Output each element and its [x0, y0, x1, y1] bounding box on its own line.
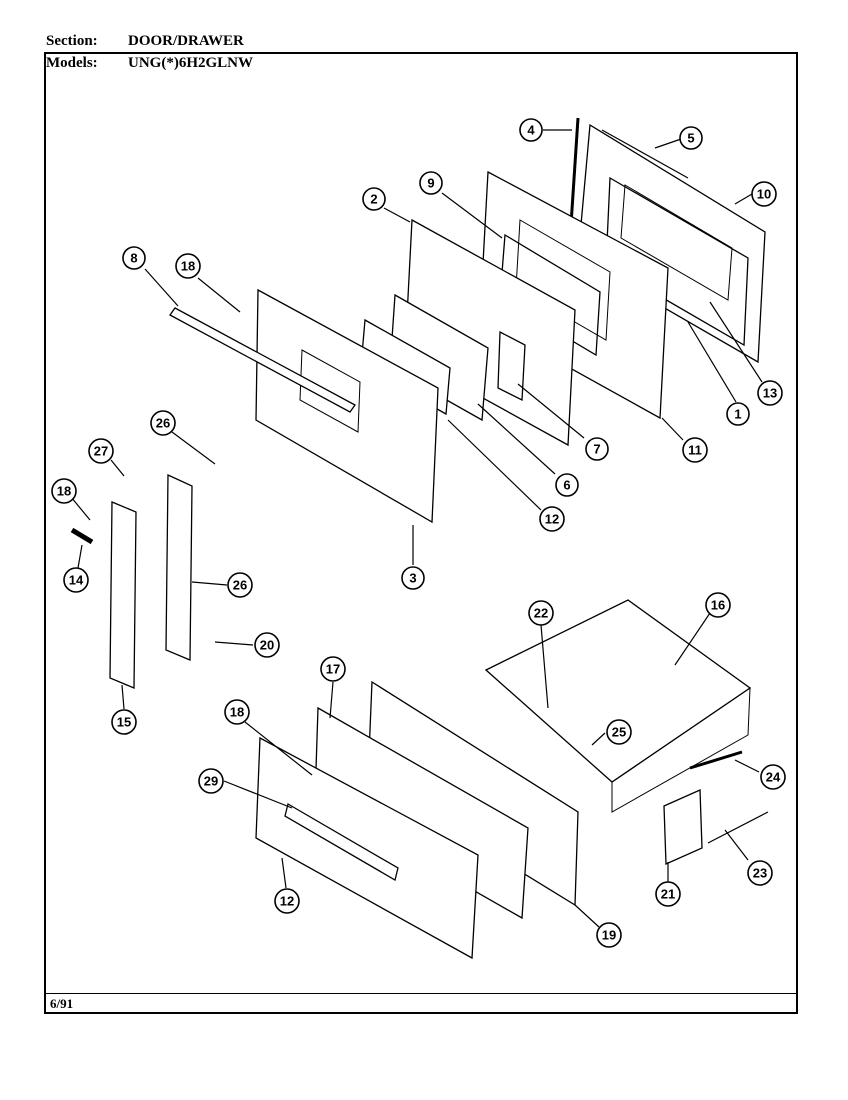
callout-11: 11 — [682, 437, 708, 463]
callout-3: 3 — [401, 566, 425, 590]
svg-text:9: 9 — [427, 176, 434, 191]
svg-text:29: 29 — [204, 774, 218, 789]
svg-text:2: 2 — [370, 192, 377, 207]
drawer-body-part — [484, 599, 752, 813]
side-trim-part — [109, 501, 137, 689]
callout-20: 20 — [254, 632, 280, 658]
callout-18-top: 18 — [175, 253, 201, 279]
leader-lines — [70, 129, 763, 928]
callout-7: 7 — [585, 437, 609, 461]
svg-text:5: 5 — [687, 131, 694, 146]
diagram-frame — [44, 52, 798, 1014]
callout-25: 25 — [606, 719, 632, 745]
section-header: Section: DOOR/DRAWER — [46, 33, 244, 50]
drawer-slide-part — [689, 750, 743, 770]
svg-text:22: 22 — [534, 606, 548, 621]
svg-text:12: 12 — [545, 512, 559, 527]
svg-text:20: 20 — [260, 638, 274, 653]
callout-15: 15 — [111, 709, 137, 735]
callout-24: 24 — [760, 764, 786, 790]
svg-text:15: 15 — [117, 715, 131, 730]
svg-text:21: 21 — [661, 887, 675, 902]
callout-6: 6 — [555, 473, 579, 497]
svg-text:17: 17 — [326, 662, 340, 677]
svg-text:18: 18 — [230, 705, 244, 720]
callout-2: 2 — [362, 187, 386, 211]
svg-text:3: 3 — [409, 571, 416, 586]
callout-14: 14 — [63, 567, 89, 593]
callout-22: 22 — [528, 600, 554, 626]
section-value: DOOR/DRAWER — [128, 33, 244, 49]
footer-divider — [44, 993, 798, 994]
side-vent-part — [165, 473, 193, 661]
callout-5: 5 — [679, 126, 703, 150]
svg-text:27: 27 — [94, 444, 108, 459]
svg-text:7: 7 — [593, 442, 600, 457]
callout-26: 26 — [227, 572, 253, 598]
callout-13-right: 13 — [757, 380, 783, 406]
callout-9: 9 — [419, 171, 443, 195]
svg-text:12: 12 — [280, 894, 294, 909]
svg-text:26: 26 — [233, 578, 247, 593]
svg-text:6: 6 — [563, 478, 570, 493]
svg-text:10: 10 — [757, 187, 771, 202]
callout-27: 26 — [150, 410, 176, 436]
callout-17: 17 — [320, 656, 346, 682]
callout-18-bottom: 18 — [224, 699, 250, 725]
drawer-handle-part — [284, 803, 399, 881]
section-label: Section: — [46, 33, 98, 49]
callout-16: 16 — [705, 592, 731, 618]
svg-text:13: 13 — [763, 386, 777, 401]
door-top-trim-part — [601, 129, 689, 179]
drawer-rod-part — [707, 811, 769, 844]
svg-text:16: 16 — [711, 598, 725, 613]
svg-text:23: 23 — [753, 866, 767, 881]
callout-29: 29 — [198, 768, 224, 794]
models-header: Models: UNG(*)6H2GLNW — [46, 55, 253, 72]
svg-text:25: 25 — [612, 725, 626, 740]
callout-18-left: 18 — [51, 478, 77, 504]
svg-text:26: 26 — [156, 416, 170, 431]
vent-grille-part — [70, 527, 94, 545]
roller-bracket-part — [663, 789, 703, 865]
callout-19: 19 — [596, 922, 622, 948]
callout-21: 21 — [655, 881, 681, 907]
callout-23: 23 — [747, 860, 773, 886]
callout-8: 8 — [122, 246, 146, 270]
svg-text:8: 8 — [130, 251, 137, 266]
callout-1: 1 — [726, 402, 750, 426]
models-value: UNG(*)6H2GLNW — [128, 55, 253, 71]
callout-28: 27 — [88, 438, 114, 464]
footer-date: 6/91 — [50, 996, 74, 1011]
callout-12: 12 — [274, 888, 300, 914]
callout-13-left: 12 — [539, 506, 565, 532]
bracket-part — [497, 330, 526, 402]
door-handle-part — [169, 307, 356, 413]
callout-4: 4 — [519, 118, 543, 142]
svg-text:14: 14 — [69, 573, 84, 588]
svg-text:24: 24 — [766, 770, 781, 785]
models-label: Models: — [46, 55, 98, 71]
svg-text:1: 1 — [734, 407, 741, 422]
svg-text:4: 4 — [527, 123, 535, 138]
svg-text:18: 18 — [181, 259, 195, 274]
callout-10: 10 — [751, 181, 777, 207]
svg-text:18: 18 — [57, 484, 71, 499]
svg-text:19: 19 — [602, 928, 616, 943]
drawer-front-part — [255, 736, 479, 960]
svg-text:11: 11 — [688, 443, 702, 458]
